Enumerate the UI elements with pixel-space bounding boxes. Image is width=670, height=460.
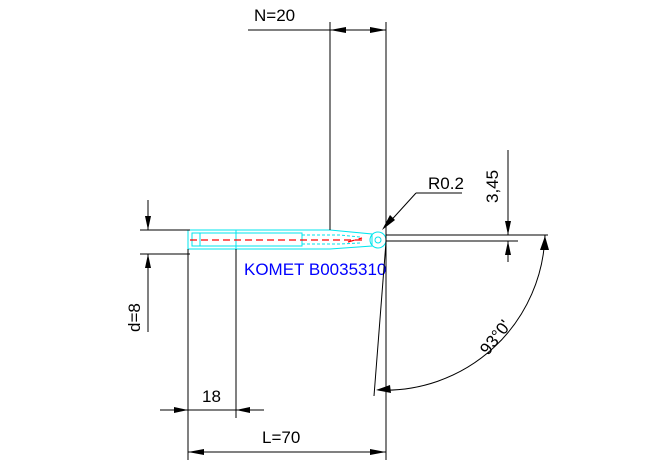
tool-neck bbox=[302, 234, 361, 245]
n-label: N=20 bbox=[254, 6, 295, 25]
angle-arrow-top bbox=[540, 236, 549, 250]
d-dimension: d=8 bbox=[125, 200, 190, 332]
eighteen-label: 18 bbox=[202, 387, 221, 406]
offset-dimension: 3,45 bbox=[386, 150, 518, 262]
angle-arrow-bottom bbox=[376, 385, 391, 393]
offset-label: 3,45 bbox=[483, 170, 502, 203]
n-arrow-right bbox=[370, 27, 386, 33]
tool-body bbox=[187, 229, 387, 250]
eighteen-arrow-left bbox=[174, 407, 188, 413]
n-dimension: N=20 bbox=[248, 6, 387, 460]
l-label: L=70 bbox=[262, 428, 300, 447]
r-label: R0.2 bbox=[428, 174, 464, 193]
cutting-insert-inner bbox=[374, 236, 382, 244]
eighteen-arrow-right bbox=[236, 407, 250, 413]
offset-arrow-bottom bbox=[505, 241, 511, 255]
d-arrow-bottom bbox=[145, 254, 151, 268]
l-dimension: L=70 bbox=[188, 428, 386, 455]
tool-tip-dash bbox=[347, 237, 363, 243]
r-dimension: R0.2 bbox=[382, 174, 464, 230]
angle-slanted-line bbox=[373, 241, 387, 397]
tool-shank-inner bbox=[191, 232, 303, 247]
d-arrow-top bbox=[145, 216, 151, 230]
offset-arrow-top bbox=[505, 221, 511, 235]
angle-arc bbox=[377, 234, 546, 391]
angle-label: 93°0' bbox=[476, 316, 515, 358]
d-label: d=8 bbox=[125, 303, 144, 332]
eighteen-dimension: 18 bbox=[160, 249, 264, 460]
r-arrow bbox=[382, 215, 395, 230]
angle-dimension: 93°0' bbox=[373, 234, 549, 397]
l-arrow-right bbox=[370, 449, 386, 455]
l-arrow-left bbox=[188, 449, 204, 455]
tool-name: KOMET B0035310 bbox=[244, 260, 386, 279]
n-arrow-left bbox=[330, 27, 346, 33]
